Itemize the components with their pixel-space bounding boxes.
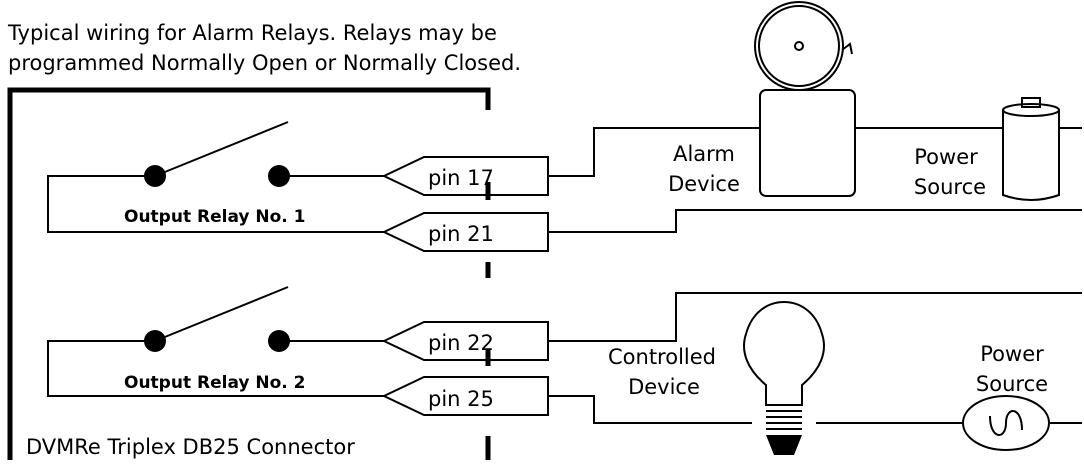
alarm-device-label-1: Alarm — [673, 142, 735, 166]
svg-text:pin 17: pin 17 — [428, 166, 494, 190]
relay-2-label: Output Relay No. 2 — [124, 373, 306, 393]
connector-label: DVMRe Triplex DB25 Connector — [26, 435, 355, 459]
relay-1-label: Output Relay No. 1 — [124, 207, 306, 227]
power-source-dc-label-2: Source — [914, 175, 986, 199]
pin-25-flag: pin 25 — [381, 376, 549, 416]
light-bulb-icon — [743, 300, 825, 455]
svg-text:pin 22: pin 22 — [428, 331, 494, 355]
ac-source-icon — [962, 395, 1050, 451]
pin-17-flag: pin 17 — [381, 156, 549, 196]
controlled-device-label-1: Controlled — [608, 345, 716, 369]
caption-line-2: programmed Normally Open or Normally Clo… — [8, 51, 521, 75]
pin-22-flag: pin 22 — [381, 321, 549, 361]
caption-line-1: Typical wiring for Alarm Relays. Relays … — [7, 21, 497, 45]
controlled-device-label-2: Device — [628, 375, 700, 399]
power-source-dc-label-1: Power — [914, 145, 978, 169]
svg-text:pin 25: pin 25 — [428, 387, 494, 411]
bell-icon — [754, 1, 856, 197]
power-source-ac-label-1: Power — [980, 342, 1044, 366]
power-source-ac-label-2: Source — [976, 372, 1048, 396]
relay-2-switch — [47, 286, 384, 397]
connector-outline — [7, 87, 491, 460]
battery-icon — [1002, 97, 1060, 201]
relay-1-switch — [47, 121, 384, 233]
external-wires — [548, 127, 1082, 424]
pin-21-flag: pin 21 — [381, 212, 549, 252]
alarm-device-label-2: Device — [668, 172, 740, 196]
svg-text:pin 21: pin 21 — [428, 222, 494, 246]
